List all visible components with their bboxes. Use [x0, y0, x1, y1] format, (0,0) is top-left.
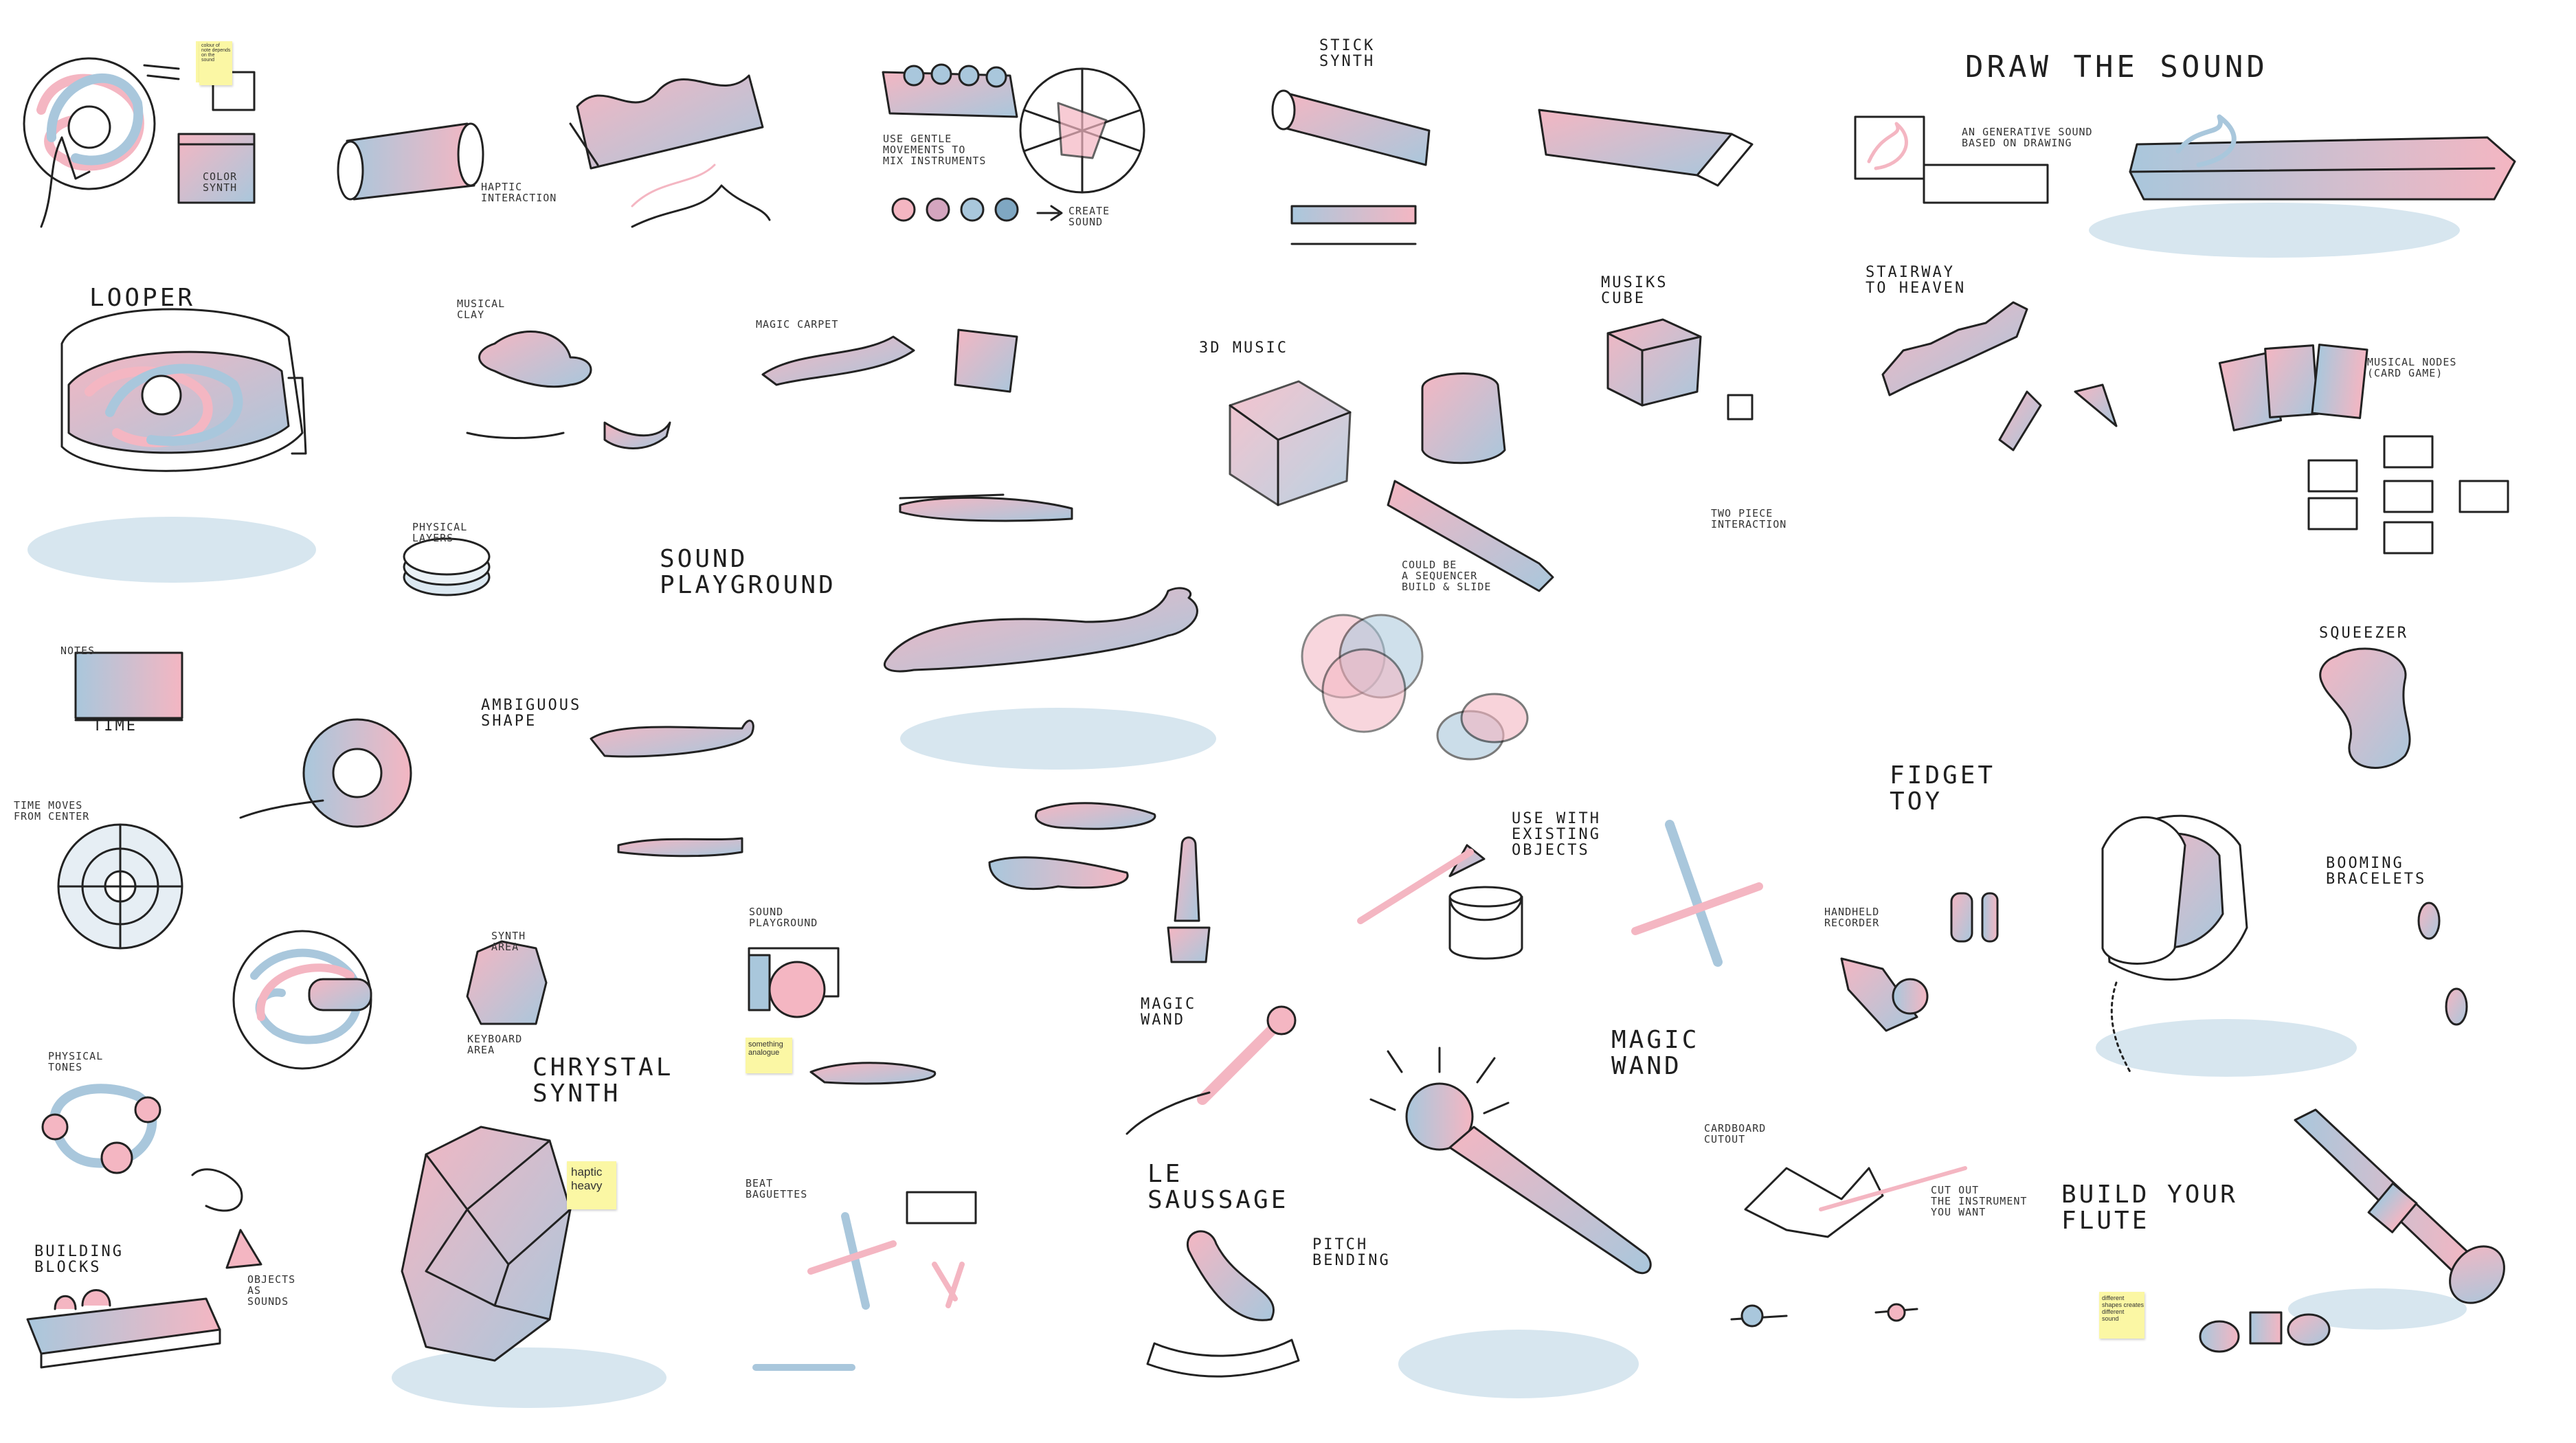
label-stick-synth: STICK SYNTH	[1319, 37, 1376, 71]
grid-sequencer-sketch	[74, 651, 183, 722]
sticky-note-haptic-heavy: haptic heavy	[567, 1161, 616, 1209]
label-color-synth: COLOR SYNTH	[203, 170, 238, 194]
label-magic-wand: MAGIC WAND	[1611, 1026, 1700, 1080]
time-bar-sketch	[1538, 109, 1754, 187]
booming-bracelets-sketch	[2417, 902, 2468, 1026]
draw-sound-sketch	[1854, 114, 2516, 204]
label-cardboard-cutout: CARDBOARD CUTOUT	[1704, 1122, 1767, 1145]
beat-baguettes-sketch	[752, 1191, 977, 1371]
label-building-blocks: BUILDING BLOCKS	[34, 1243, 124, 1277]
label-musical-clay: MUSICAL CLAY	[457, 298, 506, 321]
label-squeezer: SQUEEZER	[2319, 625, 2408, 642]
sound-playground-box-sketch	[748, 947, 937, 1085]
label-two-piece-interaction: TWO PIECE INTERACTION	[1711, 507, 1787, 530]
musiks-cube-sketch	[1606, 318, 1754, 421]
wave-surface-sketch	[569, 74, 771, 228]
label-use-with-existing-objects: USE WITH EXISTING OBJECTS	[1512, 810, 1601, 860]
label-time-axis: TIME	[93, 717, 137, 735]
label-handheld-recorder: HANDHELD RECORDER	[1824, 906, 1880, 929]
label-notes-axis: NOTES	[60, 645, 96, 657]
cardboard-cutout-sketch	[1730, 1166, 1967, 1328]
label-looper: LOOPER	[89, 284, 196, 312]
musical-clay-sketch	[466, 331, 671, 449]
label-draw-sound-caption: AN GENERATIVE SOUND BASED ON DRAWING	[1962, 126, 2093, 149]
sticky-note-something-analogue: something analogue	[746, 1038, 792, 1073]
label-physical-tones: PHYSICAL TONES	[48, 1050, 104, 1073]
magic-wand-big-sketch	[1369, 1047, 1652, 1275]
label-musical-nodes: MUSICAL NODES (CARD GAME)	[2367, 356, 2457, 379]
label-magic-carpet: MAGIC CARPET	[756, 318, 839, 331]
time-moves-disc-sketch	[57, 823, 183, 950]
le-saussage-sketch	[1146, 1230, 1300, 1378]
label-booming-bracelets: BOOMING BRACELETS	[2326, 855, 2427, 888]
label-use-hand-movements: USE GENTLE MOVEMENTS TO MIX INSTRUMENTS	[883, 133, 987, 167]
label-musiks-cube: MUSIKS CUBE	[1601, 274, 1668, 308]
label-objects-as-sounds: OBJECTS AS SOUNDS	[247, 1273, 296, 1308]
ring-slider-sketch	[232, 930, 372, 1070]
handheld-recorder-sketch	[1840, 892, 1999, 1032]
label-chrystal-synth: CHRYSTAL SYNTH	[533, 1053, 674, 1108]
sticky-note-different-shapes: different shapes creates different sound	[2099, 1292, 2144, 1339]
label-physical-layers: PHYSICAL LAYERS	[412, 521, 468, 544]
label-build-your-flute: BUILD YOUR FLUTE	[2061, 1181, 2238, 1235]
label-haptic-interaction: HAPTIC INTERACTION	[481, 181, 557, 204]
label-pitch-bending: PITCH BENDING	[1312, 1236, 1391, 1270]
ground-shadows	[27, 203, 2467, 1408]
label-cut-out-instrument: CUT OUT THE INSTRUMENT YOU WANT	[1931, 1184, 2028, 1218]
label-ambiguous-shape: AMBIGUOUS SHAPE	[481, 697, 582, 730]
magic-carpet-sketch	[761, 328, 1073, 522]
existing-objects-sketch	[1357, 820, 1763, 967]
label-le-saussage: LE SAUSSAGE	[1147, 1160, 1289, 1214]
ambiguous-fish-shape-sketch	[884, 587, 1198, 673]
label-keyboard-area: KEYBOARD AREA	[467, 1033, 523, 1056]
label-magic-wand-small: MAGIC WAND	[1141, 996, 1197, 1029]
label-time-moves-from-center: TIME MOVES FROM CENTER	[14, 799, 90, 823]
label-could-be-sequencer: COULD BE A SEQUENCER BUILD & SLIDE	[1402, 559, 1492, 593]
label-draw-the-sound: DRAW THE SOUND	[1965, 49, 2268, 85]
building-blocks-sketch	[26, 1229, 262, 1369]
build-flute-sketch	[2199, 1108, 2505, 1353]
sausage-shapes-sketch	[988, 802, 1211, 963]
musical-nodes-cards-sketch	[2218, 344, 2509, 555]
stick-synth-sketch	[1271, 89, 1431, 245]
physical-tones-sketch	[41, 1084, 243, 1212]
chrystal-synth-sketch	[401, 1126, 572, 1362]
ring-touch-sketch	[239, 718, 412, 828]
physical-layers-sketch	[403, 537, 491, 596]
crystal-small-sketch	[466, 940, 548, 1025]
music-3d-cube-sketch	[1229, 372, 1554, 761]
looper-device-sketch	[60, 308, 307, 472]
label-3d-music: 3D MUSIC	[1199, 339, 1288, 357]
small-fish-sketch	[590, 719, 754, 858]
label-fidget-toy: FIDGET TOY	[1890, 761, 1996, 816]
stairway-sketch	[1881, 301, 2118, 451]
fidget-toy-sketch	[2101, 816, 2186, 965]
squeezer-sketch	[2319, 647, 2411, 769]
magic-wand-small-sketch	[1125, 1005, 1297, 1135]
sticky-note-top-left: colour of note depends on the sound	[199, 41, 232, 85]
label-sound-playground-small: SOUND PLAYGROUND	[749, 906, 818, 929]
label-stairway-to-heaven: STAIRWAY TO HEAVEN	[1866, 264, 1967, 298]
label-create-sound: CREATE SOUND	[1068, 205, 1110, 228]
label-sound-playground: SOUND PLAYGROUND	[660, 545, 836, 599]
label-synth-area: SYNTH AREA	[491, 930, 526, 953]
haptic-cylinder-sketch	[337, 122, 484, 201]
label-beat-baguettes: BEAT BAGUETTES	[746, 1177, 808, 1200]
looper-mini-sketch	[23, 41, 256, 228]
mixer-bar-sketch	[882, 63, 1145, 222]
